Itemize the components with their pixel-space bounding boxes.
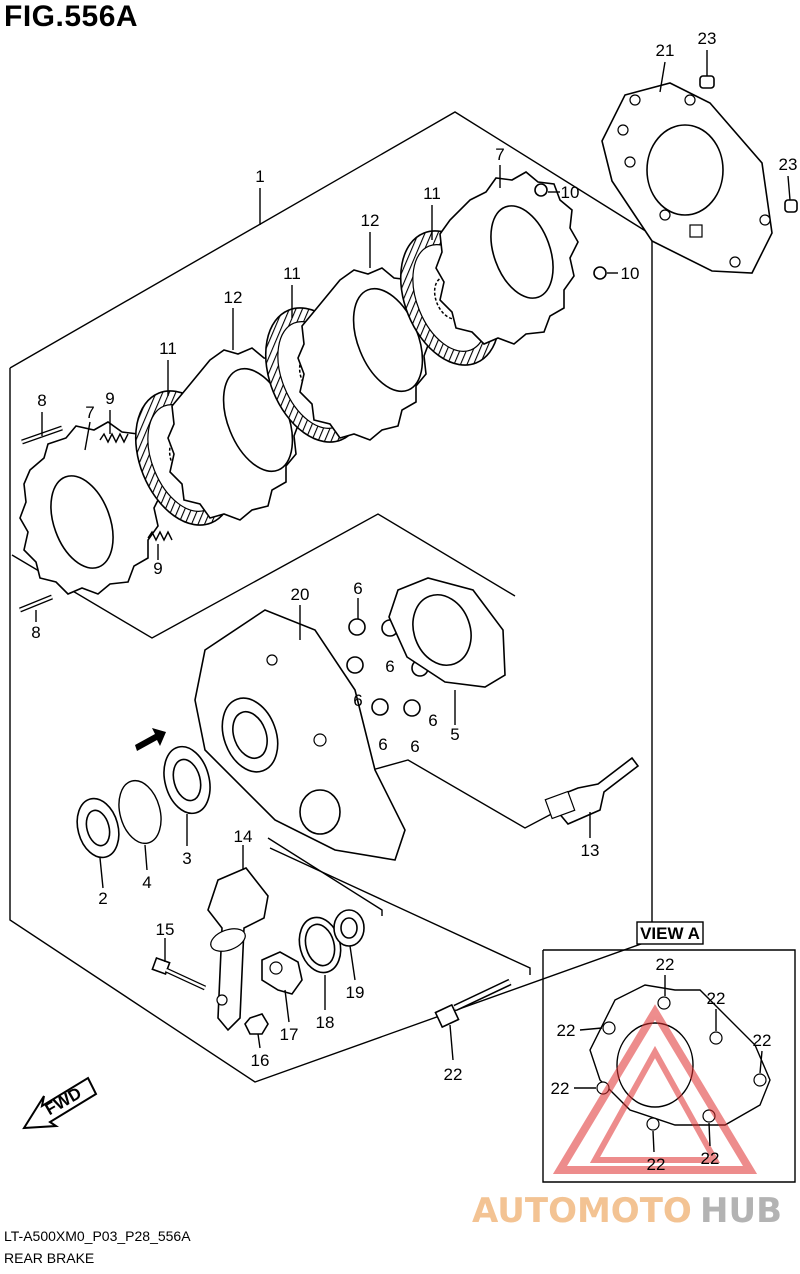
callout-23-lower: 23	[779, 155, 798, 174]
bolt-15	[151, 956, 207, 991]
plate-pack-bracket	[11, 513, 516, 639]
watermark: AUTOMOTO HUB	[472, 1191, 782, 1231]
ball-6-c	[346, 656, 364, 674]
seal-19	[333, 909, 365, 947]
nut-16	[244, 1013, 269, 1035]
callout-13: 13	[581, 841, 600, 860]
fwd-arrow-icon: FWD	[22, 1076, 98, 1130]
view-callout-22-e: 22	[551, 1079, 570, 1098]
callout-11-left: 11	[159, 339, 177, 358]
view-callout-22-d: 22	[753, 1031, 772, 1050]
separator-plate-12-right	[297, 267, 431, 441]
callout-17: 17	[280, 1025, 299, 1044]
circlip-4	[118, 779, 162, 845]
callout-8-lower: 8	[31, 623, 40, 642]
bolt-pointer-lines	[269, 847, 531, 975]
callout-6-b: 6	[385, 657, 394, 676]
callout-labels: 1 8 7 9 11 12 11 12 11 7 10 10 21 23 23 …	[31, 29, 797, 1174]
callout-6-f: 6	[410, 737, 419, 756]
cam-plate-5	[388, 577, 506, 688]
callout-6-c: 6	[353, 691, 362, 710]
lever-group-bracket	[267, 837, 383, 916]
watermark-part1: AUTOMOTO	[472, 1191, 692, 1231]
callout-12-right: 12	[361, 211, 380, 230]
shaft-pointer-lines	[371, 759, 579, 829]
callout-9-upper: 9	[105, 389, 114, 408]
callout-9-lower: 9	[153, 559, 162, 578]
footer-name: REAR BRAKE	[4, 1250, 95, 1266]
callout-5: 5	[450, 725, 459, 744]
gasket-21	[601, 82, 773, 274]
callout-4: 4	[142, 873, 151, 892]
washer-10-upper	[534, 183, 548, 197]
callout-11-right: 11	[423, 184, 441, 203]
callout-8-upper: 8	[37, 391, 46, 410]
callout-10-lower: 10	[621, 264, 640, 283]
callout-15: 15	[156, 920, 175, 939]
spring-9-lower	[147, 530, 173, 542]
brake-case-20	[194, 609, 406, 861]
view-callout-22-f: 22	[647, 1155, 666, 1174]
bearing-3	[163, 745, 211, 815]
callout-12-left: 12	[224, 288, 243, 307]
callout-18: 18	[316, 1013, 335, 1032]
callout-6-d: 6	[428, 711, 437, 730]
callout-3: 3	[182, 849, 191, 868]
washer-10-lower	[593, 266, 607, 280]
ball-6-f	[403, 699, 421, 717]
callout-6-e: 6	[378, 735, 387, 754]
spring-9-upper	[99, 432, 129, 444]
callout-1: 1	[255, 167, 264, 186]
watermark-logo	[552, 1004, 758, 1174]
direction-arrow	[135, 728, 166, 751]
view-a-box	[636, 921, 704, 945]
callout-23-upper: 23	[698, 29, 717, 48]
pressure-plate-7-left	[19, 421, 163, 595]
callout-22: 22	[444, 1065, 463, 1084]
ball-6-a	[348, 618, 366, 636]
callout-7-right: 7	[495, 145, 504, 164]
ring-18	[298, 916, 342, 974]
bolt-22	[434, 978, 512, 1029]
brake-lever-14	[207, 867, 269, 1032]
dowel-pin-23-upper	[699, 75, 715, 89]
pin-8-lower	[19, 594, 53, 613]
view-callout-22-g: 22	[701, 1149, 720, 1168]
callout-14: 14	[234, 827, 253, 846]
pressure-plate-7-right	[435, 171, 579, 345]
callout-10-upper: 10	[561, 183, 580, 202]
callout-11-middle: 11	[283, 264, 301, 283]
callout-2: 2	[98, 889, 107, 908]
callout-21: 21	[656, 41, 675, 60]
view-callout-22-c: 22	[557, 1021, 576, 1040]
view-callout-22-b: 22	[707, 989, 726, 1008]
plate-17	[261, 951, 303, 995]
dowel-pin-23-lower	[784, 199, 798, 213]
view-a-panel: VIEW A	[542, 921, 796, 1183]
callout-16: 16	[251, 1051, 270, 1070]
leader-lines	[35, 50, 791, 1061]
callout-19: 19	[346, 983, 365, 1002]
callout-6-a: 6	[353, 579, 362, 598]
callout-7-left: 7	[85, 403, 94, 422]
ball-6-e	[371, 698, 389, 716]
footer-code: LT-A500XM0_P03_P28_556A	[4, 1228, 191, 1244]
view-a-label: VIEW A	[640, 924, 700, 943]
view-callout-22-a: 22	[656, 955, 675, 974]
watermark-part2: HUB	[700, 1191, 782, 1231]
figure-title: FIG.556A	[4, 0, 139, 33]
callout-20: 20	[291, 585, 310, 604]
oil-seal-2	[76, 797, 120, 859]
brake-shaft-13	[544, 756, 640, 825]
